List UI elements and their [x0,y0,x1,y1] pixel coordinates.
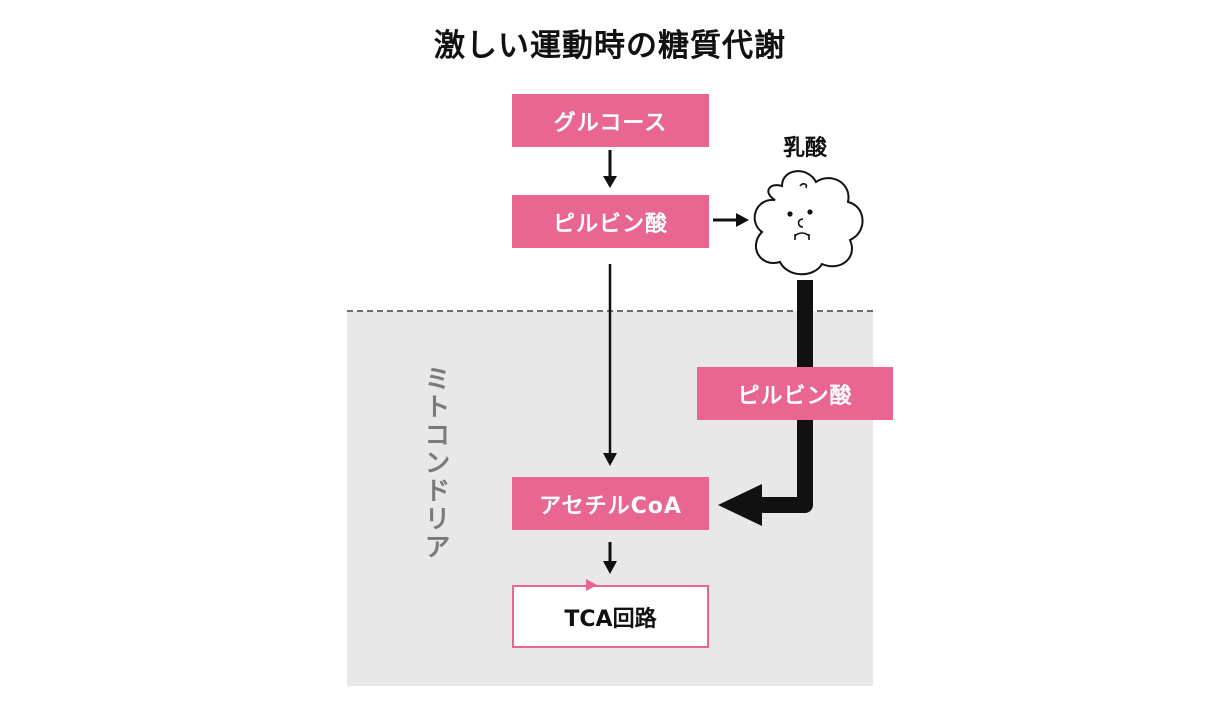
mitochondria-label: ミトコンドリア [420,365,450,561]
node-glucose: グルコース [512,94,709,147]
node-tca-cycle: TCA回路 [512,585,709,648]
node-acetyl-coa: アセチルCoA [512,477,709,530]
arrow-pyruvate-to-acetylcoa [603,264,617,466]
arrow-glucose-to-pyruvate [603,150,617,188]
arrow-lactate-to-acetylcoa [718,280,813,526]
node-pyruvate: ピルビン酸 [512,195,709,248]
lactate-cloud-character [753,170,864,276]
diagram-title: 激しい運動時の糖質代謝 [434,28,786,64]
arrow-acetylcoa-to-tca [603,542,617,574]
node-lactate-label: 乳酸 [782,136,827,161]
arrow-pyruvate-to-lactate [713,213,749,227]
node-pyruvate-mitochondria: ピルビン酸 [697,367,893,420]
tca-cycle-marker-icon [586,579,597,591]
